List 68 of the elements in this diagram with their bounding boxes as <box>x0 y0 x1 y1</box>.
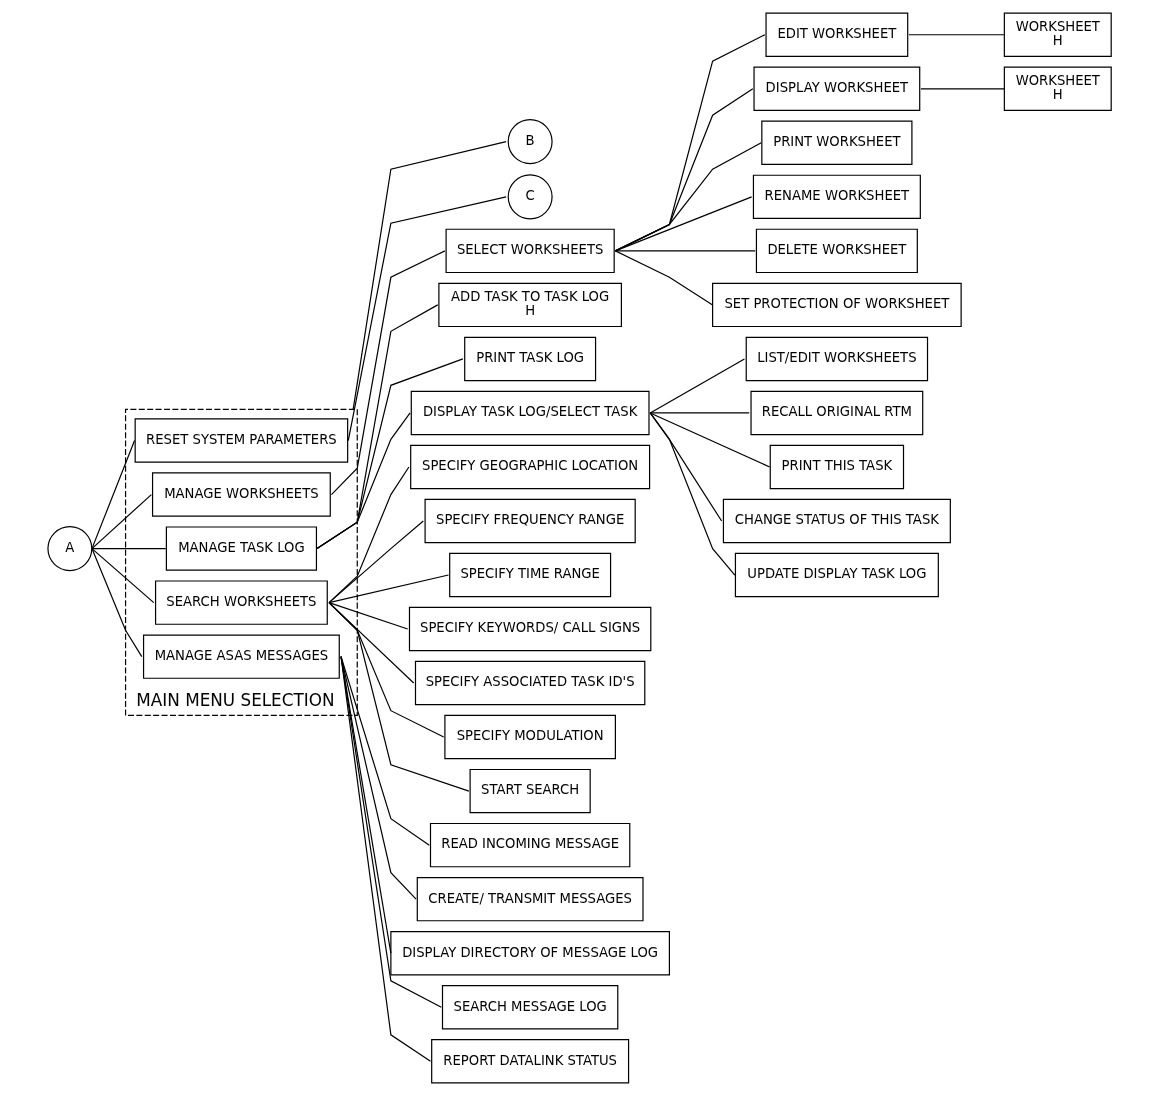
connector <box>649 412 750 414</box>
node-box: READ INCOMING MESSAGE <box>429 822 631 868</box>
node-box: EDIT WORKSHEET <box>765 12 909 57</box>
node-box: WORKSHEET H <box>1003 12 1112 57</box>
node-box: SPECIFY FREQUENCY RANGE <box>424 498 636 544</box>
node-box: CREATE/ TRANSMIT MESSAGES <box>416 876 644 922</box>
node-box: RESET SYSTEM PARAMETERS <box>134 418 349 463</box>
connector <box>649 412 736 576</box>
connector <box>328 602 445 738</box>
node-box: SEARCH MESSAGE LOG <box>441 985 619 1030</box>
connector <box>614 250 714 306</box>
connector <box>91 548 167 550</box>
connector <box>649 412 771 468</box>
node-box: UPDATE DISPLAY TASK LOG <box>734 552 939 598</box>
node-box: MANAGE WORKSHEETS <box>151 472 331 517</box>
node-box: SPECIFY MODULATION <box>444 714 616 760</box>
node-box: MANAGE TASK LOG <box>165 526 318 571</box>
connector <box>328 574 450 604</box>
node-box: RENAME WORKSHEET <box>752 174 921 220</box>
connector <box>908 34 1005 36</box>
node-box: SEARCH WORKSHEETS <box>154 580 328 625</box>
connector <box>316 412 411 550</box>
connector <box>328 602 409 630</box>
connector <box>352 141 507 410</box>
connector <box>340 656 442 1008</box>
node-box: ADD TASK TO TASK LOG H <box>438 282 622 328</box>
node-box: SELECT WORKSHEETS <box>445 228 615 274</box>
node-circle: B <box>507 119 553 165</box>
node-box: PRINT TASK LOG <box>464 336 597 382</box>
connector <box>614 142 762 252</box>
connector <box>91 493 152 550</box>
connector <box>328 520 424 604</box>
node-box: REPORT DATALINK STATUS <box>431 1039 630 1084</box>
node-circle: A <box>47 526 93 572</box>
node-box: START SEARCH <box>469 768 591 814</box>
connector <box>920 88 1005 90</box>
connector <box>614 88 754 252</box>
connector <box>330 250 446 496</box>
node-box: DISPLAY WORKSHEET <box>753 66 921 111</box>
connector <box>316 358 464 550</box>
node-box: DISPLAY TASK LOG/SELECT TASK <box>410 390 650 436</box>
connector <box>91 548 143 658</box>
node-box: WORKSHEET H <box>1003 66 1112 111</box>
node-box: SET PROTECTION OF WORKSHEET <box>712 282 962 328</box>
node-box: SPECIFY ASSOCIATED TASK ID'S <box>414 660 646 706</box>
node-box: SPECIFY GEOGRAPHIC LOCATION <box>410 444 651 490</box>
node-box: LIST/EDIT WORKSHEETS <box>745 336 929 382</box>
connector <box>614 196 753 252</box>
node-box: MANAGE ASAS MESSAGES <box>142 634 340 679</box>
node-box: PRINT THIS TASK <box>769 444 905 490</box>
node-box: PRINT WORKSHEET <box>761 120 913 166</box>
connector <box>91 548 155 604</box>
connector <box>347 196 507 442</box>
node-circle: C <box>507 174 553 220</box>
connector <box>328 602 470 792</box>
connector <box>649 358 746 414</box>
node-box: DELETE WORKSHEET <box>755 228 918 274</box>
connector <box>316 304 439 550</box>
node-box: SPECIFY TIME RANGE <box>449 552 612 598</box>
node-box: CHANGE STATUS OF THIS TASK <box>722 498 951 544</box>
connector <box>340 656 430 846</box>
connector <box>614 250 756 252</box>
node-box: DISPLAY DIRECTORY OF MESSAGE LOG <box>390 930 670 976</box>
connector <box>328 602 415 684</box>
connector <box>340 656 432 1062</box>
connector <box>614 34 766 252</box>
node-box: SPECIFY KEYWORDS/ CALL SIGNS <box>408 606 652 652</box>
node-box: RECALL ORIGINAL RTM <box>750 390 924 436</box>
